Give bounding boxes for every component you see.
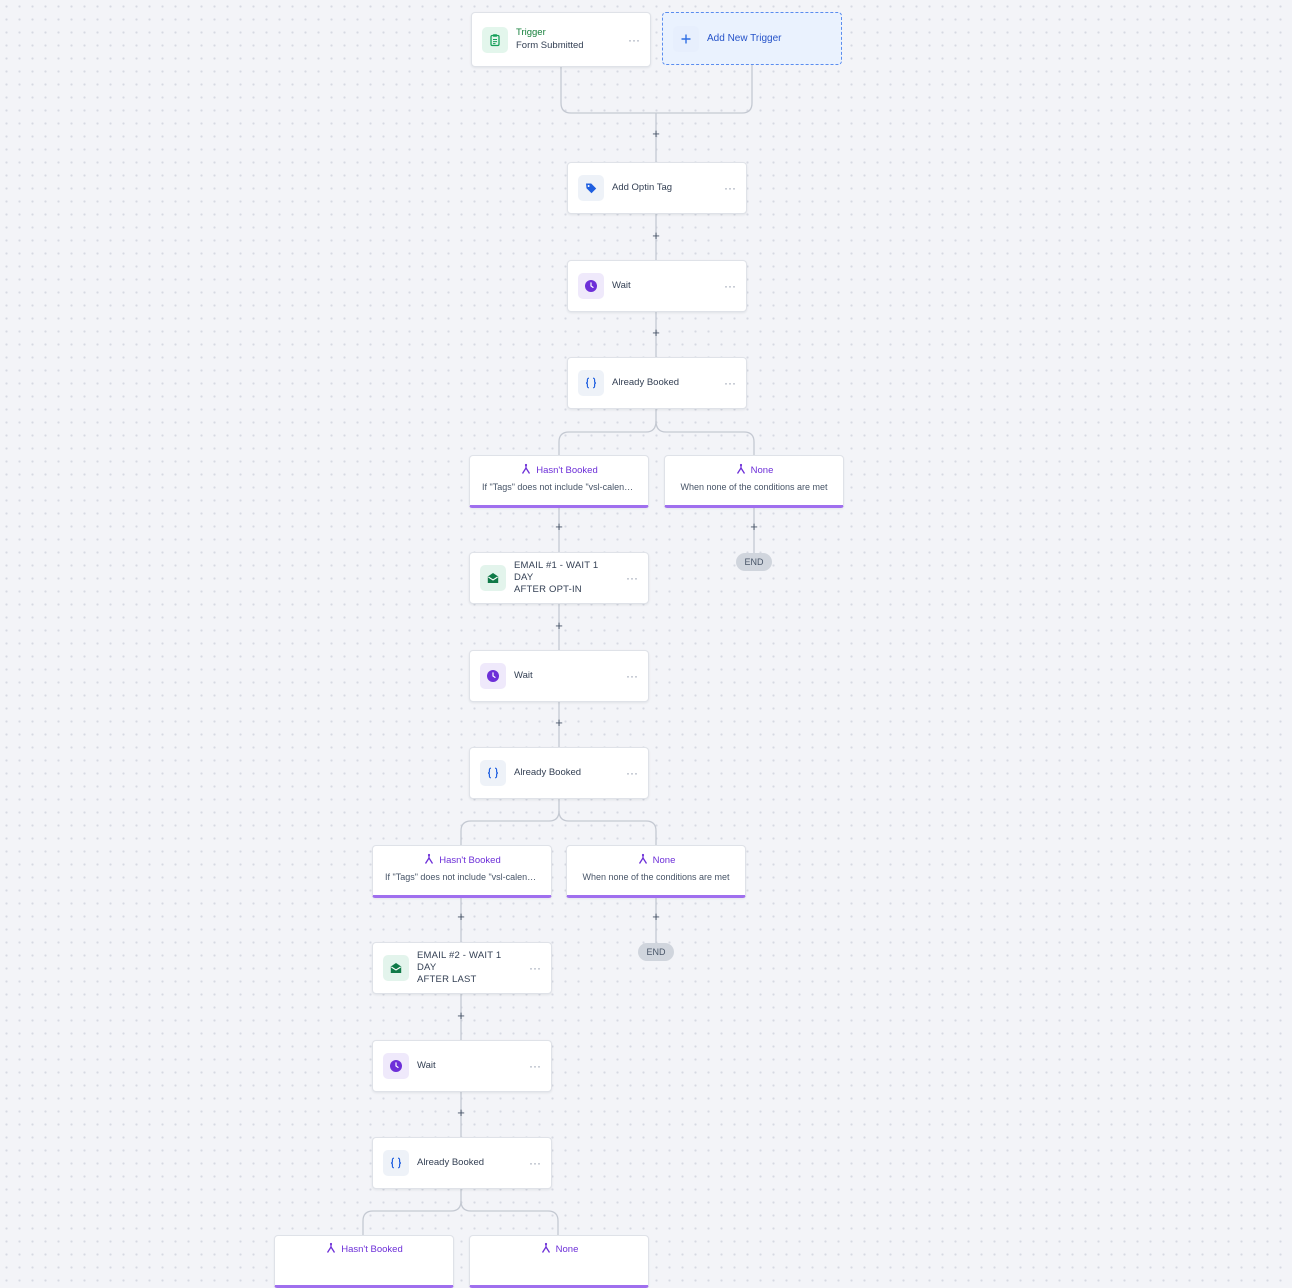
step-wait[interactable]: Wait ···: [567, 260, 747, 312]
branch-none[interactable]: None: [469, 1235, 649, 1288]
step-email-1[interactable]: EMAIL #1 - WAIT 1 DAY AFTER OPT-IN ···: [469, 552, 649, 604]
branch-description: When none of the conditions are met: [680, 482, 828, 492]
trigger-subtitle: Form Submitted: [516, 40, 584, 51]
step-already-booked[interactable]: Already Booked ···: [372, 1137, 552, 1189]
branch-title: None: [750, 465, 774, 476]
add-new-trigger-label: Add New Trigger: [707, 33, 782, 44]
add-step-button[interactable]: +: [652, 909, 660, 924]
clock-icon: [578, 273, 604, 299]
branch-title: None: [652, 855, 676, 866]
step-already-booked[interactable]: Already Booked ···: [469, 747, 649, 799]
step-label: Wait: [514, 670, 533, 681]
more-options-icon[interactable]: ···: [724, 181, 736, 195]
more-options-icon[interactable]: ···: [626, 571, 638, 585]
branch-icon: [423, 853, 435, 868]
step-label: Wait: [417, 1060, 436, 1071]
more-options-icon[interactable]: ···: [626, 669, 638, 683]
end-badge: END: [736, 553, 772, 571]
branch-icon: [637, 853, 649, 868]
envelope-open-icon: [383, 955, 409, 981]
add-step-button[interactable]: +: [750, 519, 758, 534]
more-options-icon[interactable]: ···: [529, 961, 541, 975]
branch-icon: [325, 1242, 337, 1257]
branch-description: If "Tags" does not include "vsl-calendar…: [482, 482, 641, 492]
trigger-node[interactable]: Trigger Form Submitted ···: [471, 12, 651, 67]
more-options-icon[interactable]: ···: [724, 376, 736, 390]
clipboard-icon: [482, 26, 508, 53]
more-options-icon[interactable]: ···: [529, 1059, 541, 1073]
add-step-button[interactable]: +: [652, 325, 660, 340]
branch-title: Hasn't Booked: [439, 855, 501, 866]
more-options-icon[interactable]: ···: [628, 32, 640, 47]
step-label: EMAIL #1 - WAIT 1 DAY AFTER OPT-IN: [514, 560, 599, 595]
step-email-2[interactable]: EMAIL #2 - WAIT 1 DAY AFTER LAST ···: [372, 942, 552, 994]
step-add-optin-tag[interactable]: Add Optin Tag ···: [567, 162, 747, 214]
more-options-icon[interactable]: ···: [626, 766, 638, 780]
braces-icon: [578, 370, 604, 396]
branch-icon: [540, 1242, 552, 1257]
branch-title: Hasn't Booked: [536, 465, 598, 476]
step-label: Add Optin Tag: [612, 182, 673, 193]
step-label: Already Booked: [612, 377, 680, 388]
envelope-open-icon: [480, 565, 506, 591]
branch-title: Hasn't Booked: [341, 1244, 403, 1255]
branch-description: When none of the conditions are met: [582, 872, 730, 882]
step-already-booked[interactable]: Already Booked ···: [567, 357, 747, 409]
branch-description: If "Tags" does not include "vsl-calendar…: [385, 872, 544, 882]
more-options-icon[interactable]: ···: [529, 1156, 541, 1170]
more-options-icon[interactable]: ···: [724, 279, 736, 293]
add-step-button[interactable]: +: [555, 715, 563, 730]
braces-icon: [480, 760, 506, 786]
add-new-trigger-button[interactable]: Add New Trigger: [662, 12, 842, 65]
branch-none[interactable]: None When none of the conditions are met: [566, 845, 746, 898]
add-step-button[interactable]: +: [457, 1105, 465, 1120]
add-step-button[interactable]: +: [457, 1008, 465, 1023]
step-label: Already Booked: [417, 1157, 485, 1168]
step-wait[interactable]: Wait ···: [372, 1040, 552, 1092]
tag-icon: [578, 175, 604, 201]
clock-icon: [480, 663, 506, 689]
add-step-button[interactable]: +: [652, 126, 660, 141]
add-step-button[interactable]: +: [555, 519, 563, 534]
branch-icon: [735, 463, 747, 478]
step-label: EMAIL #2 - WAIT 1 DAY AFTER LAST: [417, 950, 502, 985]
add-step-button[interactable]: +: [652, 228, 660, 243]
add-step-button[interactable]: +: [457, 909, 465, 924]
add-step-button[interactable]: +: [555, 618, 563, 633]
branch-title: None: [555, 1244, 579, 1255]
braces-icon: [383, 1150, 409, 1176]
step-label: Already Booked: [514, 767, 582, 778]
plus-icon: [673, 25, 699, 52]
step-label: Wait: [612, 280, 631, 291]
clock-icon: [383, 1053, 409, 1079]
branch-icon: [520, 463, 532, 478]
branch-none[interactable]: None When none of the conditions are met: [664, 455, 844, 508]
branch-hasnt-booked[interactable]: Hasn't Booked If "Tags" does not include…: [372, 845, 552, 898]
branch-hasnt-booked[interactable]: Hasn't Booked: [274, 1235, 454, 1288]
end-badge: END: [638, 943, 674, 961]
step-wait[interactable]: Wait ···: [469, 650, 649, 702]
branch-hasnt-booked[interactable]: Hasn't Booked If "Tags" does not include…: [469, 455, 649, 508]
trigger-title: Trigger: [516, 27, 546, 38]
